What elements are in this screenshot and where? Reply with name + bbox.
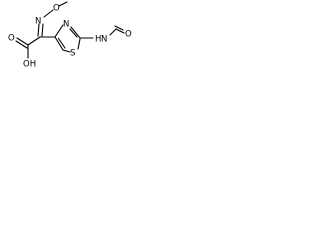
bond-formyl-carbonyl-2 — [114, 25, 124, 31]
bond-imine-2 — [41, 23, 44, 37]
atom-oxime-oxygen: O — [53, 4, 60, 14]
atom-ring-nitrogen: N — [63, 20, 69, 30]
bond-ring-n3-c4 — [54, 24, 64, 38]
bond-ring-c4-c5-inner — [57, 37, 66, 49]
atom-formyl-oxygen: O — [125, 30, 132, 40]
bond-alpha-carboxyl — [27, 36, 41, 46]
bond-ring-s-c2 — [77, 38, 81, 50]
bond-carbonyl-2 — [15, 40, 28, 49]
chemical-structure: O N N S H N O O OH — [8, 1, 132, 70]
bond-imine-1 — [37, 23, 40, 37]
atom-oxime-nitrogen: N — [35, 17, 41, 27]
bond-ring-c4-c5 — [54, 36, 64, 51]
atom-amide-nitrogen: N — [101, 35, 107, 45]
atom-carbonyl-oxygen: O — [8, 34, 15, 44]
bond-formyl-carbonyl-1 — [115, 28, 125, 34]
bond-carbonyl-1 — [16, 37, 29, 46]
atom-hydroxyl: OH — [23, 60, 36, 70]
bond-methyl-oxygen — [58, 1, 68, 7]
atom-amide-hydrogen: H — [95, 35, 101, 45]
bond-ring-c5-s — [62, 49, 71, 53]
bond-ring-c2-n3 — [70, 26, 81, 39]
bond-amide-formyl — [109, 28, 117, 36]
bond-ring-c2-n3-inner — [69, 28, 78, 38]
bond-oxygen-nitrogen — [43, 9, 54, 18]
atom-ring-sulfur: S — [70, 49, 75, 59]
